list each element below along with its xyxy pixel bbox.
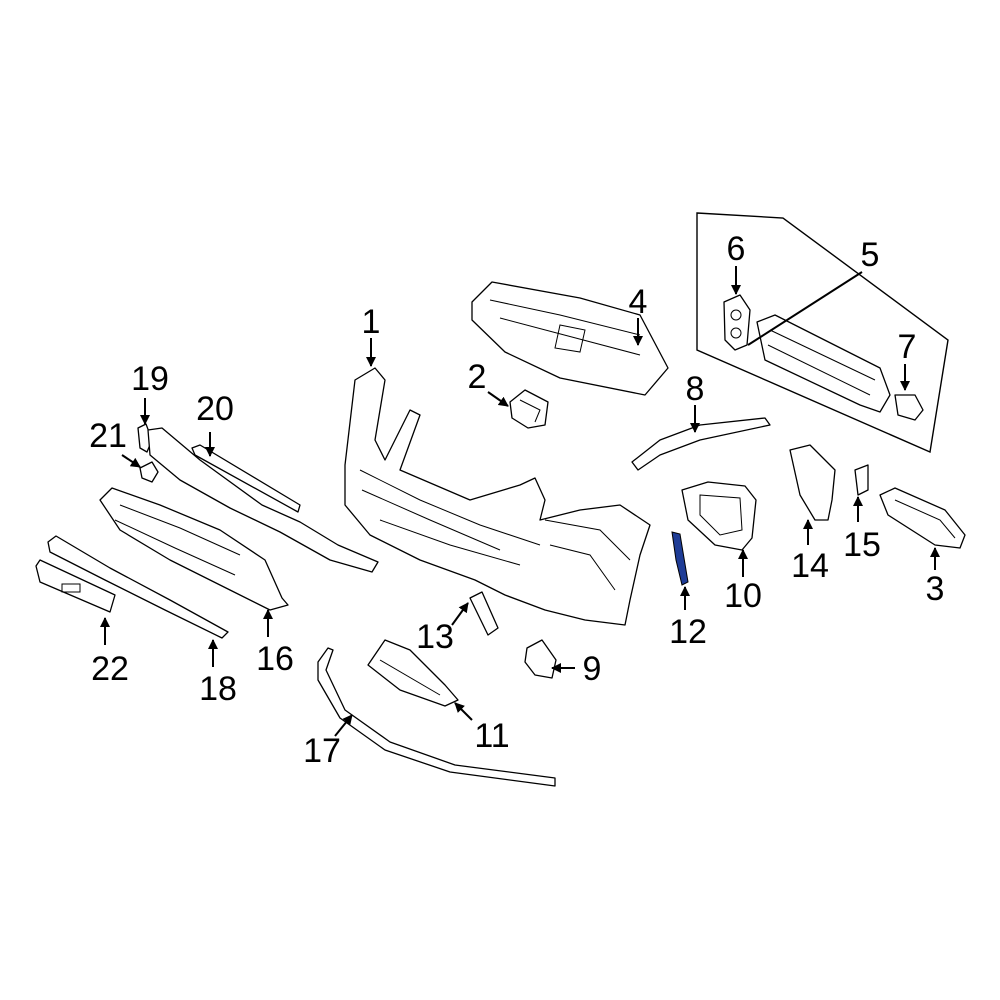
callout-12: 12 — [669, 613, 707, 651]
part-22-plate-bracket[interactable] — [35, 559, 116, 613]
part-13-bracket[interactable] — [469, 591, 499, 636]
callout-4: 4 — [629, 283, 648, 321]
part-5-bracket[interactable] — [756, 314, 891, 413]
part-7-clip[interactable] — [894, 394, 924, 421]
part-1-bumper-cover[interactable] — [344, 367, 651, 626]
callout-3: 3 — [926, 570, 945, 608]
part-15-bracket[interactable] — [854, 464, 869, 496]
part-10-grille-bezel[interactable] — [681, 481, 757, 551]
callout-20: 20 — [196, 390, 234, 428]
callout-7: 7 — [898, 328, 917, 366]
callout-8: 8 — [686, 370, 705, 408]
callout-21: 21 — [89, 417, 127, 455]
part-18-molding[interactable] — [47, 535, 229, 639]
callout-22: 22 — [91, 650, 129, 688]
callout-13: 13 — [416, 618, 454, 656]
part-11-deflector[interactable] — [367, 639, 459, 707]
part-2-bracket[interactable] — [509, 389, 549, 429]
callout-labels: 1 2 3 4 5 6 7 8 9 10 11 12 13 14 15 16 1… — [89, 230, 944, 770]
leader-lines — [100, 266, 940, 737]
callout-17: 17 — [303, 732, 341, 770]
callout-16: 16 — [256, 640, 294, 678]
part-upper-grille-strip[interactable] — [147, 427, 379, 573]
part-8-trim-strip[interactable] — [631, 417, 771, 471]
callout-11: 11 — [474, 717, 509, 755]
callout-5: 5 — [861, 236, 880, 274]
part-17-lower-lip[interactable] — [317, 647, 556, 787]
part-4-upper-cover[interactable] — [471, 281, 669, 396]
callout-19: 19 — [131, 360, 169, 398]
callout-1: 1 — [362, 303, 381, 341]
callout-15: 15 — [843, 526, 881, 564]
callout-6: 6 — [727, 230, 746, 268]
part-12-trim-highlighted[interactable] — [671, 531, 689, 586]
part-14-bracket[interactable] — [789, 444, 836, 521]
part-20-molding[interactable] — [191, 444, 301, 513]
part-9-bracket[interactable] — [524, 639, 557, 679]
callout-18: 18 — [199, 670, 237, 708]
callout-9: 9 — [583, 650, 602, 688]
part-21-clip[interactable] — [139, 461, 159, 483]
part-16-grille[interactable] — [99, 487, 289, 611]
callout-14: 14 — [791, 547, 829, 585]
part-5-kit-outline — [696, 212, 949, 454]
callout-2: 2 — [468, 358, 487, 396]
part-3-bracket[interactable] — [879, 487, 966, 549]
part-6-clip[interactable] — [723, 294, 751, 351]
callout-10: 10 — [724, 577, 762, 615]
